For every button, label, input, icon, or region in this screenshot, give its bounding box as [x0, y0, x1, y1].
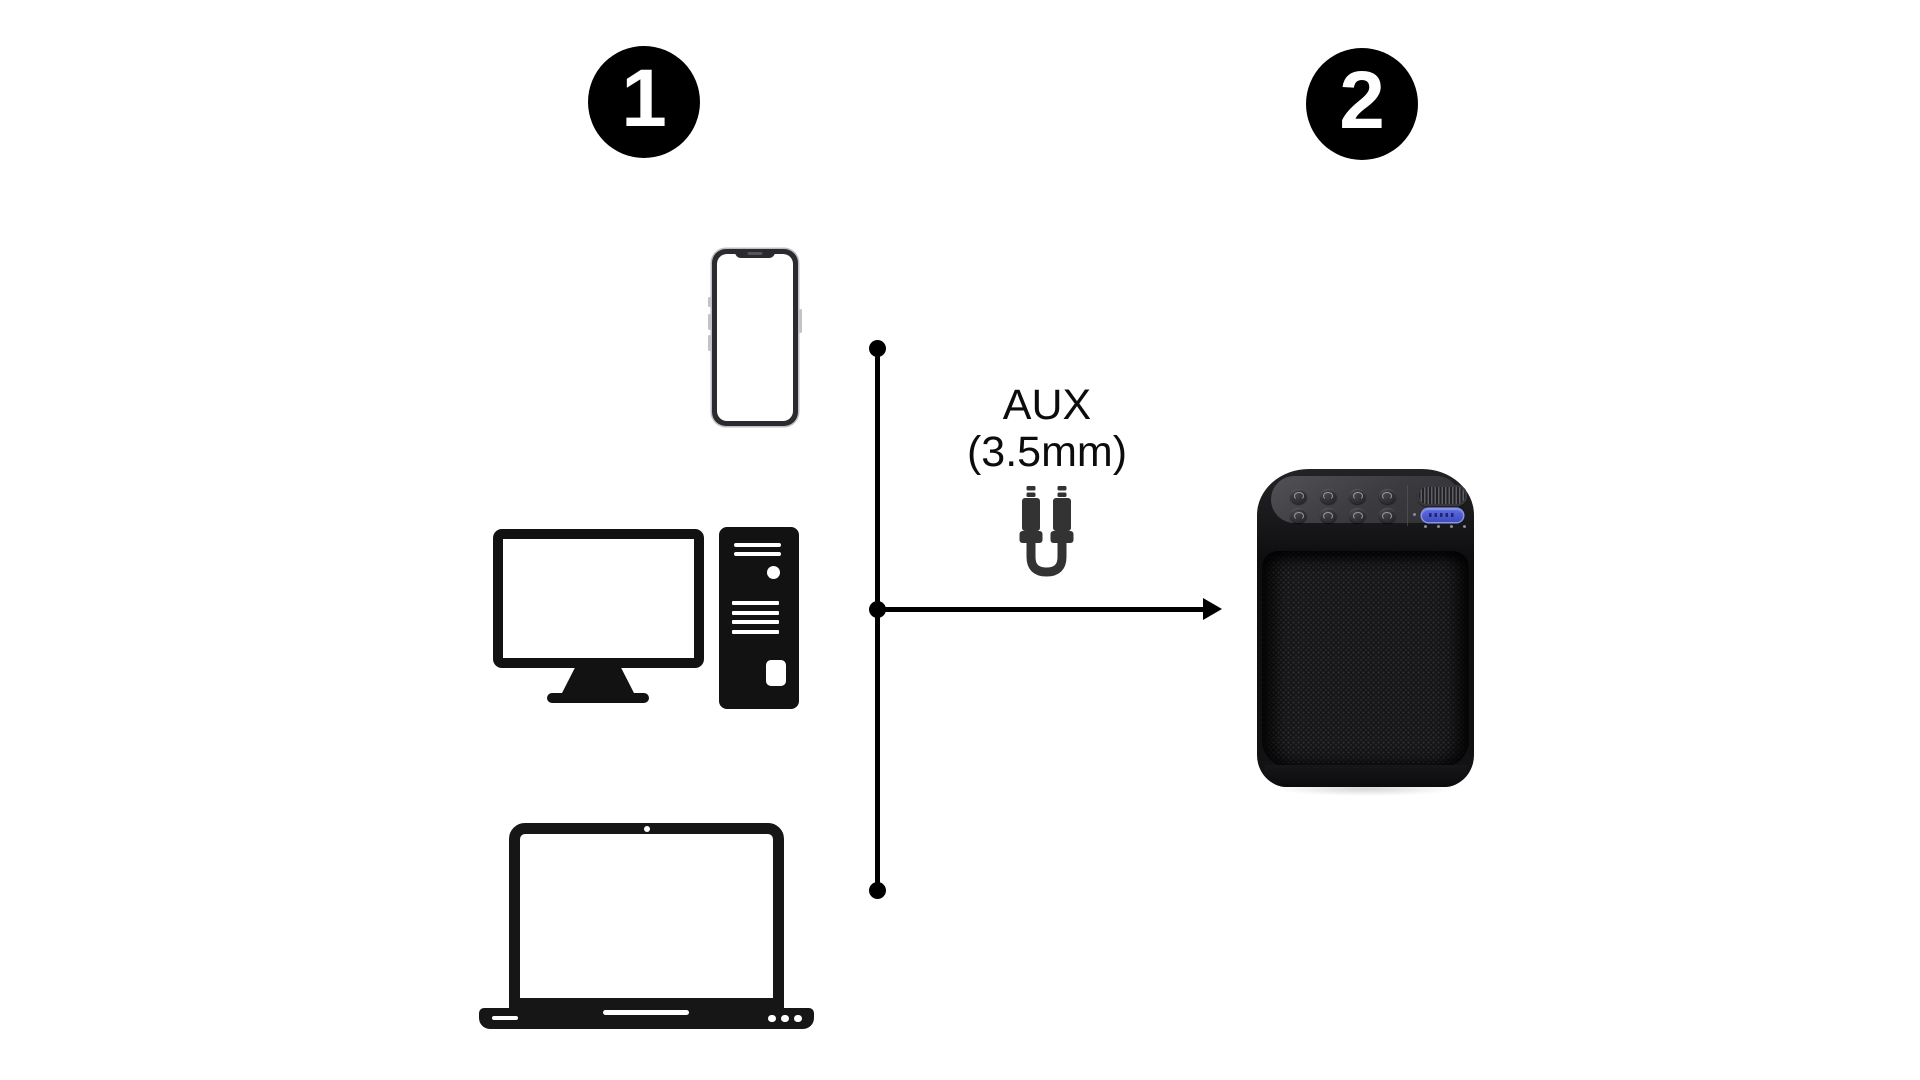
speaker-top-panel [1271, 476, 1467, 528]
phone-side-button [708, 335, 711, 351]
speaker-mode-button-icon [1290, 508, 1308, 524]
speaker-indicator-dot [1424, 525, 1427, 528]
phone-side-button [799, 309, 802, 333]
speaker-mode-buttons [1288, 488, 1398, 524]
speaker-mode-button-icon [1378, 488, 1396, 504]
speaker-mic-grille [1417, 485, 1467, 506]
monitor-icon [493, 529, 704, 668]
speaker-indicator-dot [1437, 525, 1440, 528]
phone-side-button [708, 314, 711, 330]
laptop-base [479, 1008, 814, 1029]
aux-cable-icon [1019, 486, 1074, 577]
tower-vent [732, 610, 779, 615]
tower-drive-slit [734, 543, 781, 547]
speaker-mesh-grille [1262, 551, 1469, 767]
speaker-indicator-dot [1413, 513, 1416, 516]
connector-vertical-line [875, 348, 880, 890]
tower-vent [732, 620, 779, 624]
tower-port [766, 660, 786, 686]
step-2-badge: 2 [1306, 48, 1418, 160]
speaker-mode-button-icon [1378, 508, 1396, 524]
connector-endpoint-dot [869, 882, 886, 899]
speaker-mode-button-icon [1349, 508, 1367, 524]
pc-tower-icon [719, 527, 799, 709]
phone-screen [717, 254, 793, 421]
phone-earpiece [747, 252, 763, 255]
tower-vent [732, 629, 779, 634]
laptop-base-slot [492, 1016, 518, 1020]
speaker-mode-button-icon [1319, 508, 1337, 524]
smartphone-icon [708, 249, 802, 426]
speaker-mode-button-icon [1349, 488, 1367, 504]
laptop-port-dot [794, 1014, 802, 1022]
speaker-mode-button-icon [1319, 488, 1337, 504]
speaker-mode-button-icon [1290, 488, 1308, 504]
laptop-port-dot [781, 1014, 789, 1022]
portable-speaker-icon [1257, 469, 1474, 796]
connection-label-line1: AUX [1002, 381, 1092, 429]
phone-side-button [708, 297, 711, 307]
laptop-hinge-notch [603, 1010, 689, 1015]
speaker-indicator-dot [1450, 525, 1453, 528]
laptop-camera-dot [644, 826, 650, 832]
connection-label: AUX (3.5mm) [927, 382, 1167, 476]
laptop-port-dot [768, 1014, 776, 1022]
monitor-stand [561, 666, 635, 695]
speaker-panel-divider [1407, 485, 1408, 526]
arrowhead-right-icon [1203, 598, 1222, 620]
connector-arrow-line [877, 607, 1205, 612]
laptop-screen [509, 823, 784, 1009]
speaker-blue-pill-button [1422, 508, 1463, 522]
tower-vent [732, 601, 779, 605]
speaker-indicator-dot [1463, 525, 1466, 528]
step-2-number: 2 [1339, 55, 1385, 146]
tower-power-button [767, 566, 780, 579]
tower-drive-slit [734, 551, 781, 556]
step-1-badge: 1 [588, 46, 700, 158]
phone-notch [735, 249, 775, 258]
step-1-number: 1 [621, 53, 667, 144]
monitor-base [547, 693, 649, 703]
connection-label-line2: (3.5mm) [966, 428, 1128, 476]
connector-endpoint-dot [869, 340, 886, 357]
speaker-base [1264, 765, 1467, 787]
